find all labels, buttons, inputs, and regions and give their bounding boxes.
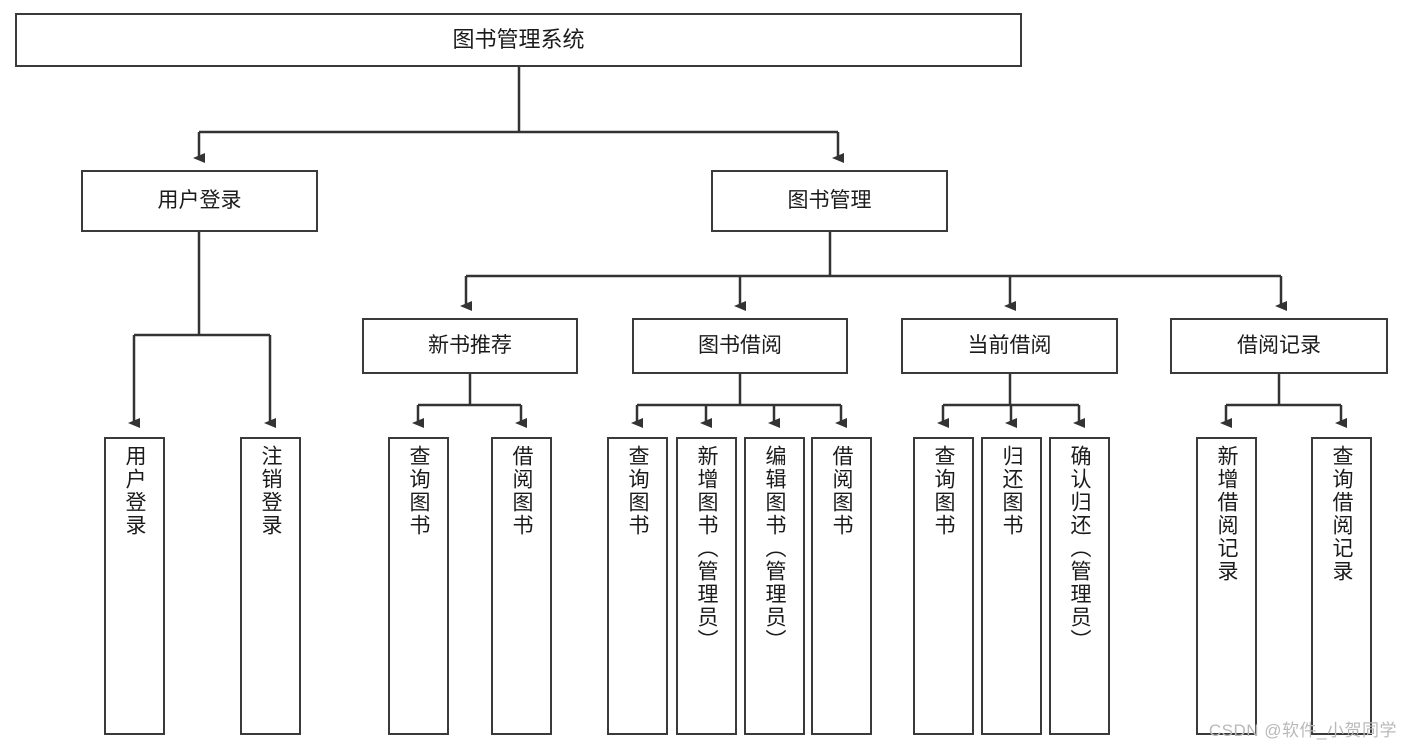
leaf-user-login-login[interactable]: 用户登录: [104, 437, 165, 735]
node-book-borrow[interactable]: 图书借阅: [632, 318, 848, 374]
node-label: 新增图书（管理员）: [695, 445, 718, 652]
node-user-login[interactable]: 用户登录: [81, 170, 318, 232]
node-borrow-record[interactable]: 借阅记录: [1170, 318, 1388, 374]
leaf-borrow-edit-book-admin[interactable]: 编辑图书（管理员）: [744, 437, 805, 735]
leaf-current-confirm-return-admin[interactable]: 确认归还（管理员）: [1049, 437, 1110, 735]
leaf-borrow-query-book[interactable]: 查询图书: [607, 437, 668, 735]
leaf-record-query-record[interactable]: 查询借阅记录: [1311, 437, 1372, 735]
node-label: 查询借阅记录: [1330, 445, 1353, 583]
node-label: 查询图书: [407, 445, 430, 537]
node-book-management[interactable]: 图书管理: [711, 170, 948, 232]
node-label: 当前借阅: [967, 333, 1052, 357]
node-label: 借阅图书: [510, 445, 533, 537]
node-label: 新书推荐: [428, 333, 512, 357]
node-label: 查询图书: [932, 445, 955, 537]
node-label: 确认归还（管理员）: [1068, 445, 1091, 652]
leaf-borrow-borrow-book[interactable]: 借阅图书: [811, 437, 872, 735]
leaf-user-login-logout[interactable]: 注销登录: [240, 437, 301, 735]
node-label: 归还图书: [1000, 445, 1023, 537]
node-label: 查询图书: [626, 445, 649, 537]
node-label: 新增借阅记录: [1215, 445, 1238, 583]
node-label: 图书管理: [787, 188, 872, 212]
node-root-system[interactable]: 图书管理系统: [15, 13, 1022, 67]
leaf-new-book-borrow[interactable]: 借阅图书: [491, 437, 552, 735]
node-current-borrow[interactable]: 当前借阅: [901, 318, 1118, 374]
leaf-new-book-query[interactable]: 查询图书: [388, 437, 449, 735]
node-label: 注销登录: [259, 445, 282, 537]
leaf-borrow-add-book-admin[interactable]: 新增图书（管理员）: [676, 437, 737, 735]
csdn-watermark: CSDN @软件_小贺同学: [1208, 721, 1397, 740]
leaf-current-query-book[interactable]: 查询图书: [913, 437, 974, 735]
node-label: 用户登录: [123, 445, 146, 537]
leaf-record-add-record[interactable]: 新增借阅记录: [1196, 437, 1257, 735]
node-label: 图书借阅: [698, 333, 782, 357]
node-label: 图书管理系统: [452, 27, 585, 53]
node-label: 编辑图书（管理员）: [763, 445, 786, 652]
node-label: 用户登录: [157, 188, 242, 212]
node-label: 借阅记录: [1237, 333, 1321, 357]
node-label: 借阅图书: [830, 445, 853, 537]
leaf-current-return-book[interactable]: 归还图书: [981, 437, 1042, 735]
node-new-book-recommend[interactable]: 新书推荐: [362, 318, 578, 374]
